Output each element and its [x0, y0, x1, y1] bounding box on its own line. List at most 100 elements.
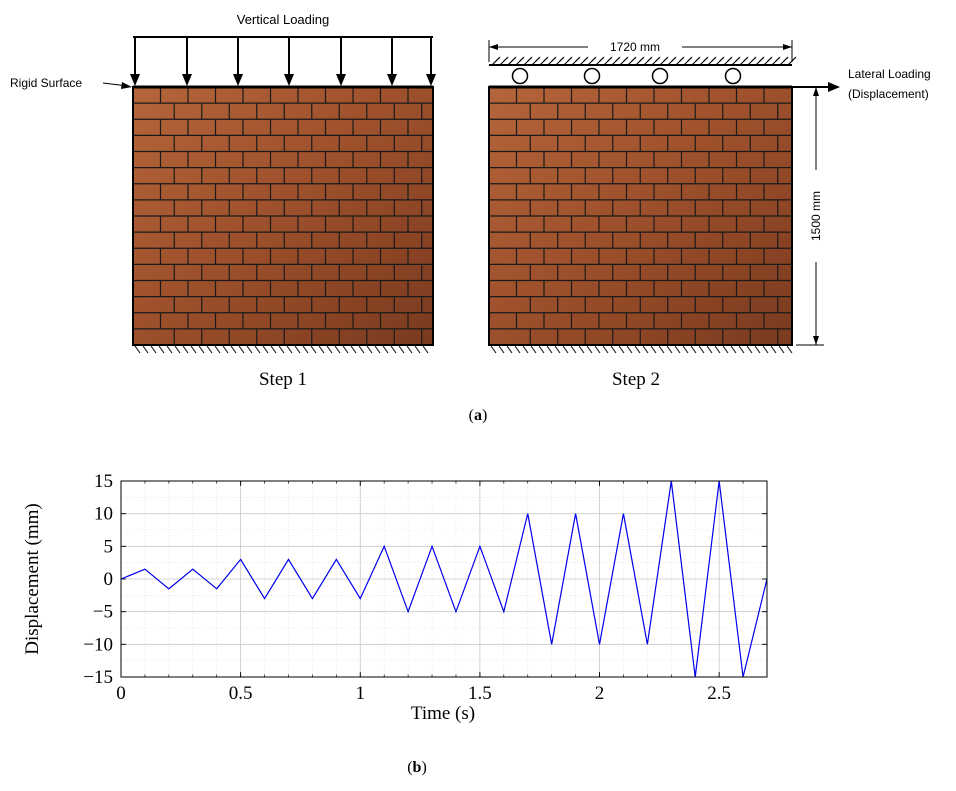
hatch-line — [318, 345, 325, 354]
hatch-line — [570, 345, 577, 354]
hatch-line — [491, 56, 501, 66]
hatch-line — [722, 345, 729, 354]
support-hatch — [491, 56, 797, 66]
caption-b-letter: b — [413, 759, 422, 776]
hatch-line — [595, 56, 605, 66]
hatch-line — [754, 345, 761, 354]
hatch-line — [666, 345, 673, 354]
hatch-line — [390, 345, 397, 354]
hatch-line — [627, 56, 637, 66]
height-dimension-label: 1500 mm — [809, 191, 823, 241]
hatch-line — [134, 345, 141, 354]
hatch-line — [198, 345, 205, 354]
hatch-line — [294, 345, 301, 354]
hatch-line — [786, 345, 793, 354]
hatch-line — [634, 345, 641, 354]
hatch-line — [499, 56, 509, 66]
hatch-line — [778, 345, 785, 354]
load-arrow-head — [426, 74, 436, 86]
hatch-line — [611, 56, 621, 66]
hatch-line — [635, 56, 645, 66]
hatch-line — [682, 345, 689, 354]
hatch-line — [674, 345, 681, 354]
hatch-line — [555, 56, 565, 66]
hatch-line — [578, 345, 585, 354]
load-arrow-head — [182, 74, 192, 86]
hatch-line — [230, 345, 237, 354]
rigid-surface-annotation: Rigid Surface — [10, 76, 132, 90]
hatch-line — [531, 56, 541, 66]
hatch-line — [190, 345, 197, 354]
hatch-line — [334, 345, 341, 354]
width-dimension-label: 1720 mm — [610, 40, 660, 54]
step1-label: Step 1 — [259, 369, 307, 390]
hatch-line — [763, 56, 773, 66]
hatch-line — [350, 345, 357, 354]
hatch-line — [523, 56, 533, 66]
hatch-line — [667, 56, 677, 66]
brick-pattern — [489, 87, 792, 345]
hatch-line — [642, 345, 649, 354]
x-tick-label: 0 — [116, 683, 126, 704]
svg-text:(b): (b) — [407, 759, 427, 776]
hatch-line — [422, 345, 429, 354]
hatch-line — [714, 345, 721, 354]
hatch-line — [254, 345, 261, 354]
hatch-line — [358, 345, 365, 354]
hatch-line — [214, 345, 221, 354]
hatch-line — [406, 345, 413, 354]
hatch-line — [626, 345, 633, 354]
hatch-line — [490, 345, 497, 354]
hatch-line — [683, 56, 693, 66]
hatch-line — [650, 345, 657, 354]
plot-frame — [120, 480, 768, 678]
dim-arrow-bottom — [813, 336, 819, 345]
hatch-line — [594, 345, 601, 354]
hatch-line — [571, 56, 581, 66]
lateral-loading: Lateral Loading (Displacement) — [792, 67, 931, 101]
hatch-line — [643, 56, 653, 66]
load-arrows — [130, 37, 436, 86]
displacement-series-line — [120, 480, 768, 678]
vertical-loading-label: Vertical Loading — [237, 12, 330, 27]
hatch-line — [374, 345, 381, 354]
hatch-line — [310, 345, 317, 354]
hatch-line — [771, 56, 781, 66]
hatch-line — [547, 56, 557, 66]
hatch-line — [539, 56, 549, 66]
hatch-line — [659, 56, 669, 66]
hatch-line — [723, 56, 733, 66]
height-dimension: 1500 mm — [796, 87, 824, 346]
hatch-line — [731, 56, 741, 66]
hatch-line — [770, 345, 777, 354]
hatch-line — [326, 345, 333, 354]
hatch-line — [707, 56, 717, 66]
hatch-line — [675, 56, 685, 66]
hatch-line — [587, 56, 597, 66]
hatch-line — [651, 56, 661, 66]
caption-a: (a) — [469, 407, 488, 424]
hatch-line — [762, 345, 769, 354]
hatch-line — [246, 345, 253, 354]
hatch-line — [382, 345, 389, 354]
hatch-line — [398, 345, 405, 354]
hatch-line — [658, 345, 665, 354]
hatch-line — [586, 345, 593, 354]
load-arrow-head — [284, 74, 294, 86]
roller — [583, 67, 601, 85]
hatch-line — [563, 56, 573, 66]
hatch-line — [619, 56, 629, 66]
dim-arrow-right — [783, 44, 792, 50]
hatch-line — [698, 345, 705, 354]
roller — [651, 67, 669, 85]
roller — [511, 67, 529, 85]
x-tick-label: 1.5 — [468, 683, 492, 704]
hatch-line — [142, 345, 149, 354]
y-tick-label: −10 — [83, 634, 113, 655]
hatch-line — [158, 345, 165, 354]
y-tick-label: 10 — [94, 504, 113, 525]
hatch-line — [522, 345, 529, 354]
hatch-line — [730, 345, 737, 354]
